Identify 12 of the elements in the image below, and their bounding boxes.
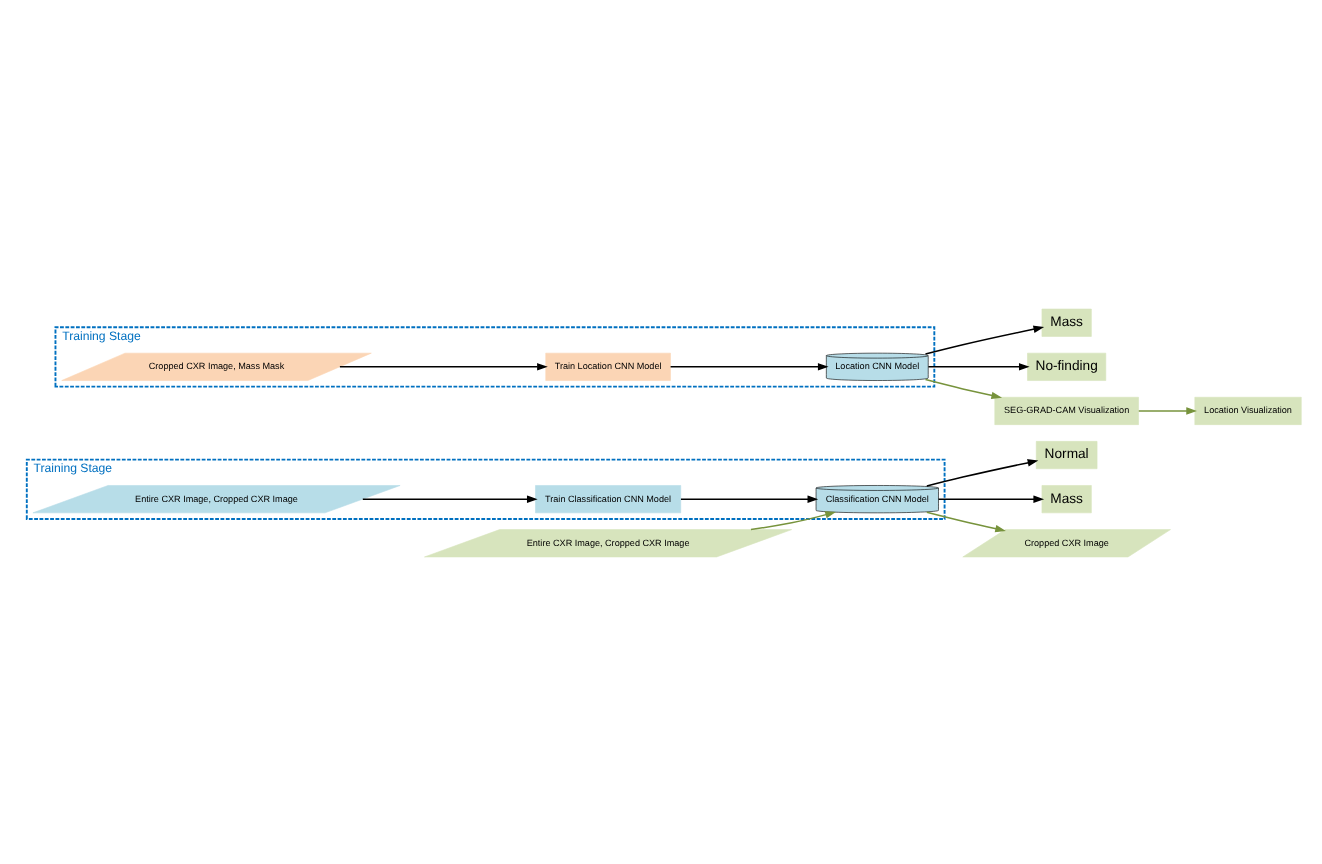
arrow (339, 362, 548, 370)
arrow (924, 324, 1045, 354)
arrow (669, 362, 829, 370)
arrow (924, 377, 1003, 399)
arrow (926, 458, 1039, 486)
arrow (680, 494, 819, 502)
arrow (927, 362, 1030, 370)
arrow (750, 510, 836, 530)
arrow (1138, 406, 1197, 414)
arrow (362, 494, 538, 502)
arrow (937, 494, 1045, 502)
arrow (926, 510, 1006, 532)
